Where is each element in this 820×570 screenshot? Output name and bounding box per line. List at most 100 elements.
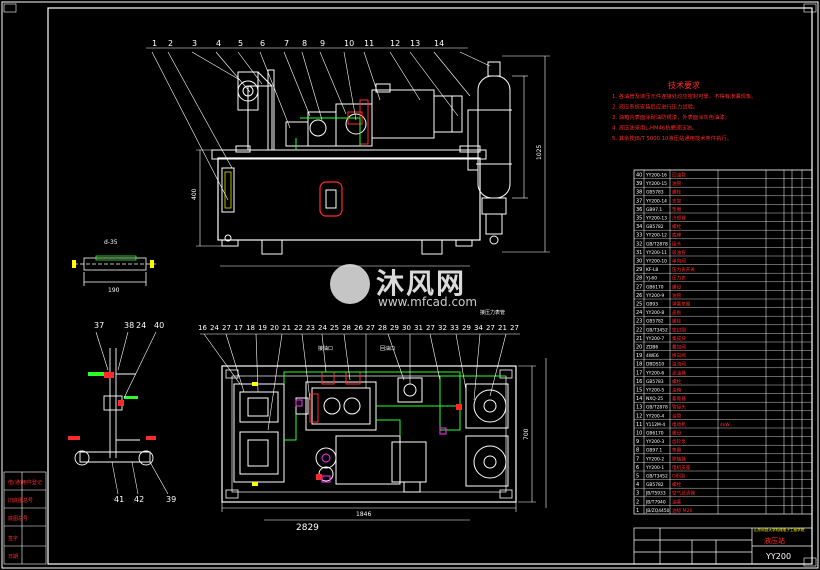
bom-cell-name: 密封圈 xyxy=(672,326,686,333)
balloon-number: 25 xyxy=(330,324,339,332)
balloon-number: 37 xyxy=(94,321,104,330)
bom-cell-name: 螺母 xyxy=(672,430,682,437)
bom-cell-name: 回油管 xyxy=(672,172,686,179)
bom-cell-code: GB/T2878 xyxy=(646,405,668,411)
notes-heading: 技术要求 xyxy=(668,80,700,90)
bom-cell-code: YY200-9 xyxy=(645,293,664,299)
bom-cell-code: YY200-8 xyxy=(645,310,664,316)
balloon-number: 22 xyxy=(294,324,303,332)
bom-cell-code: YY200-13 xyxy=(645,216,667,222)
bom-cell-name: 螺栓 xyxy=(672,378,682,385)
dim-tank-height: 400 xyxy=(191,188,198,200)
bom-cell-no: 34 xyxy=(636,224,642,230)
bom-cell-no: 39 xyxy=(636,181,642,187)
balloon-number: 13 xyxy=(410,39,420,48)
bom-cell-code: GB5782 xyxy=(646,482,664,488)
bom-cell-code: JB/T7940 xyxy=(645,499,666,505)
balloon-number: 32 xyxy=(438,324,447,332)
bom-cell-code: GB97.1 xyxy=(646,448,662,454)
balloon-number: 16 xyxy=(198,324,207,332)
bom-cell-code: YY200-7 xyxy=(645,336,664,342)
bom-cell-note: 4kW xyxy=(720,422,730,428)
accumulator xyxy=(476,61,512,245)
balloon-number: 39 xyxy=(166,495,176,504)
bom-cell-code: YJ-60 xyxy=(645,276,657,282)
balloon-number: 26 xyxy=(354,324,363,332)
bom-cell-no: 38 xyxy=(636,190,642,196)
bom-cell-name: 接头 xyxy=(672,240,682,247)
bom-cell-code: YY200-15 xyxy=(645,181,667,187)
bom-cell-code: GB5783 xyxy=(646,190,664,196)
bom-cell-name: 齿轮泵 xyxy=(672,438,686,445)
svg-text:借(通)用件登记: 借(通)用件登记 xyxy=(8,479,42,486)
bom-cell-name: 螺栓 xyxy=(672,318,682,325)
balloon-number: 27 xyxy=(486,324,495,332)
label-pressure-port: 接压力表管 xyxy=(480,309,505,316)
part-name: 液压站 xyxy=(764,536,785,545)
bom-cell-code: GB/T2878 xyxy=(646,241,668,247)
dim-plan-length: 1846 xyxy=(356,511,371,518)
balloon-number: 33 xyxy=(450,324,459,332)
bom-cell-code: GB5782 xyxy=(646,224,664,230)
plan-view xyxy=(221,365,517,503)
balloon-number: 23 xyxy=(306,324,315,332)
bom-cell-code: YY200-2 xyxy=(645,456,664,462)
balloon-number: 27 xyxy=(426,324,435,332)
balloon-number: 10 xyxy=(344,39,354,48)
bom-cell-no: 30 xyxy=(636,259,642,265)
label-oil-out: 回油口 xyxy=(380,345,395,352)
balloon-number: 9 xyxy=(320,39,325,48)
bom-cell-no: 24 xyxy=(636,310,642,316)
front-leaders xyxy=(146,47,491,201)
bom-cell-name: 冷却器 xyxy=(672,215,686,222)
bom-cell-name: 盖板 xyxy=(672,309,682,316)
balloon-number: 24 xyxy=(136,321,146,330)
bom-cell-code: 4WE6 xyxy=(646,353,659,359)
bom-cell-no: 35 xyxy=(636,216,642,222)
balloon-number: 14 xyxy=(434,39,444,48)
note-line: 2. 液压系统安装后应进行压力试验。 xyxy=(612,103,698,111)
note-line: 1. 各油管及液压元件连接处均应密封可靠，不得有渗漏现象。 xyxy=(612,92,756,100)
balloon-number: 29 xyxy=(462,324,471,332)
technical-notes: 技术要求 1. 各油管及液压元件连接处均应密封可靠，不得有渗漏现象。 2. 液压系… xyxy=(612,80,756,142)
bom-cell-name: 联轴器 xyxy=(672,455,686,462)
bom-cell-code: YY200-3 xyxy=(645,439,664,445)
bom-cell-name: 油管 xyxy=(672,292,682,299)
bom-cell-name: 单向阀 xyxy=(672,258,686,265)
balloon-number: 4 xyxy=(216,39,221,48)
bom-cell-no: 40 xyxy=(636,173,642,179)
bom-cell-code: YY200-11 xyxy=(645,250,667,256)
bom-cell-code: GB5783 xyxy=(646,379,664,385)
bom-cell-no: 10 xyxy=(636,431,642,437)
bom-cell-name: 垫圈 xyxy=(672,206,682,213)
mfcad-logo-icon xyxy=(330,264,370,304)
bom-cell-name: 螺母 xyxy=(672,283,682,290)
balloon-number: 31 xyxy=(414,324,423,332)
balloon-number: 27 xyxy=(510,324,519,332)
balloon-number: 42 xyxy=(134,495,144,504)
bom-cell-no: 37 xyxy=(636,198,642,204)
balloon-number: 38 xyxy=(124,321,134,330)
bom-cell-code: KF-L8 xyxy=(646,267,658,273)
balloon-number: 19 xyxy=(258,324,267,332)
bom-cell-no: 8 xyxy=(636,448,639,454)
bom-cell-name: 电动机 xyxy=(672,421,686,428)
balloon-number: 40 xyxy=(154,321,164,330)
bom-cell-name: 溢流阀 xyxy=(672,361,686,368)
balloon-number: 1 xyxy=(152,39,157,48)
dim-small-d: d-35 xyxy=(104,239,118,246)
balloon-number: 21 xyxy=(282,324,291,332)
balloon-number: 24 xyxy=(318,324,327,332)
bom-cell-code: DBDS10 xyxy=(646,362,664,368)
bom-cell-name: 油箱 xyxy=(672,387,682,394)
oil-tank xyxy=(217,157,481,241)
bom-cell-code: ZDB6 xyxy=(646,345,658,351)
balloon-number: 6 xyxy=(260,39,265,48)
bom-cell-name: 油管 xyxy=(672,412,682,419)
bom-cell-name: 蓄能器 xyxy=(672,395,686,402)
balloon-number: 18 xyxy=(246,324,255,332)
bom-cell-no: 22 xyxy=(636,327,642,333)
balloon-number: 27 xyxy=(222,324,231,332)
bom-cell-name: 油塞 xyxy=(672,498,682,505)
